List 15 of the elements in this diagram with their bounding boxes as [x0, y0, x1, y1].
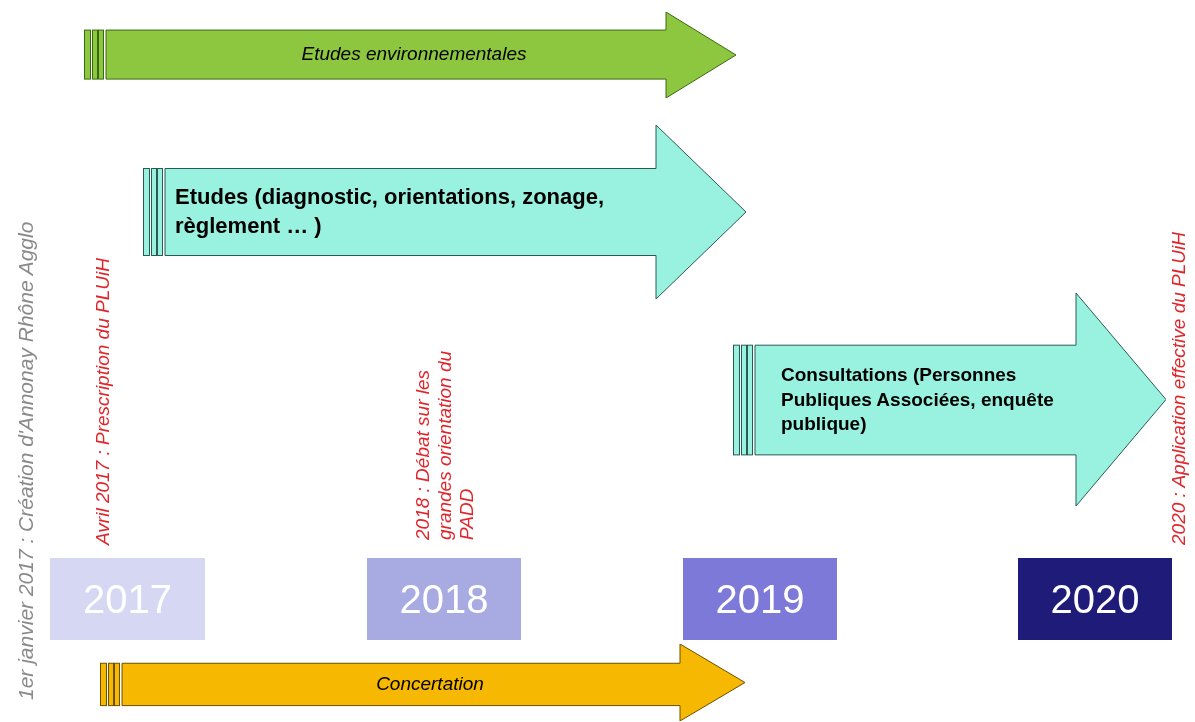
milestone-note: Avril 2017 : Prescription du PLUiH	[92, 257, 114, 545]
year-label: 2019	[714, 576, 806, 623]
phase-label: Concertation	[375, 672, 485, 697]
phase-label: Consultations (Personnes Publiques Associées, enquête publique)	[781, 363, 1055, 437]
year-label: 2020	[1049, 576, 1141, 623]
year-box	[683, 558, 837, 640]
phase-label: Etudes environnementales	[300, 42, 528, 67]
year-box	[1018, 558, 1172, 640]
year-label: 2018	[398, 576, 490, 623]
year-box	[367, 558, 521, 640]
milestone-note: 1er janvier 2017 : Création d'Annonay Rhône Agglo	[14, 220, 38, 700]
milestone-note: 2020 : Application effective du PLUiH	[1168, 231, 1190, 545]
year-box	[50, 558, 205, 640]
phase-label: Etudes (diagnostic, orientations, zonage, règlement … )	[175, 183, 606, 240]
milestone-note: 2018 : Débat sur les grandes orientation du PADD	[412, 349, 478, 540]
